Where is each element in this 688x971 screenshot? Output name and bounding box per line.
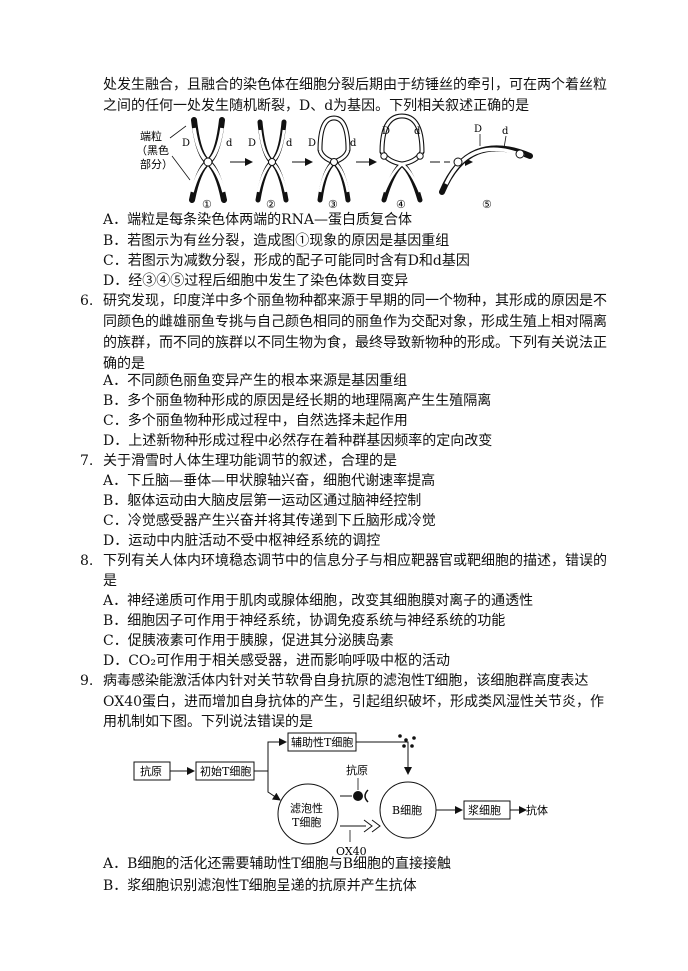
q6-text-line-2: 同颜色的雌雄丽鱼专挑与自己颜色相同的丽鱼作为交配对象，形成生殖上相对隔离	[103, 314, 607, 330]
step-4-label: ④	[396, 198, 406, 210]
q6-option-b[interactable]: B．多个丽鱼物种形成的原因是经长期的地理隔离产生生殖隔离	[103, 393, 492, 409]
q9-number: 9.	[80, 673, 94, 689]
step-2-label: ②	[266, 198, 276, 210]
q8-option-a[interactable]: A．神经递质可作用于肌肉或腺体细胞，改变其细胞膜对离子的通透性	[103, 593, 534, 609]
plasma-cell-label: 浆细胞	[468, 803, 501, 817]
gene-D-step-2: D	[248, 138, 256, 149]
q8-option-d[interactable]: D．CO₂可作用于相关感受器，进而影响呼吸中枢的活动	[103, 653, 451, 669]
b-cell-label: B细胞	[392, 804, 422, 817]
q7-text-line-1: 关于滑雪时人体生理功能调节的叙述，合理的是	[103, 453, 397, 469]
q5-option-a[interactable]: A．端粒是每条染色体两端的RNA—蛋白质复合体	[103, 212, 413, 228]
antigen-label: 抗原	[346, 763, 368, 777]
q6-option-c[interactable]: C．多个丽鱼物种形成过程中，自然选择未起作用	[103, 413, 408, 429]
q9-text-line-2: OX40蛋白，进而增加自身抗体的产生，引起组织破坏，形成类风湿性关节炎，作	[103, 694, 605, 710]
telomere-label-2: （黑色	[136, 143, 169, 157]
q7-option-d[interactable]: D．运动中内脏活动不受中枢神经系统的调控	[103, 533, 381, 549]
gene-D-step-5: D	[474, 124, 482, 135]
chromosome-step-5: D d ⑤	[439, 124, 533, 210]
telomere-label-1: 端粒	[140, 129, 162, 143]
q8-number: 8.	[80, 553, 94, 569]
q5-text-line-1: 处发生融合，且融合的染色体在细胞分裂后期由于纺锤丝的牵引，可在两个着丝粒	[103, 77, 607, 93]
naive-t-cell-label: 初始T细胞	[200, 764, 251, 778]
gene-D-step-3: D	[308, 138, 316, 149]
antigen-box-label: 抗原	[140, 764, 162, 778]
q8-option-b[interactable]: B．细胞因子可作用于神经系统，协调免疫系统与神经系统的功能	[103, 613, 506, 629]
gene-d-step-2: d	[286, 138, 293, 149]
q6-text-line-4: 确的是	[103, 356, 145, 372]
q6-text-line-1: 研究发现，印度洋中多个丽鱼物种都来源于早期的同一个物种，其形成的原因是不	[103, 293, 607, 309]
cytokine-dots	[398, 734, 416, 748]
follicular-t-cell	[277, 783, 339, 845]
q5-option-b[interactable]: B．若图示为有丝分裂，造成图①现象的原因是基因重组	[103, 233, 450, 249]
step-5-label: ⑤	[482, 198, 492, 210]
gene-D-step-1: D	[182, 138, 190, 149]
q5-text-line-2: 之间的任何一处发生随机断裂，D、d为基因。下列相关叙述正确的是	[103, 98, 530, 114]
q7-number: 7.	[80, 453, 94, 469]
q6-text-line-3: 的族群，而不同的族群以不同生物为食，最终导致新物种的形成。下列有关说法正	[103, 335, 607, 351]
q6-option-a[interactable]: A．不同颜色丽鱼变异产生的根本来源是基因重组	[103, 373, 408, 389]
q9-option-b[interactable]: B．浆细胞识别滤泡性T细胞呈递的抗原并产生抗体	[103, 878, 417, 894]
q5-chromosome-figure: 端粒 （黑色 部分） D d ① D d ②	[136, 113, 533, 210]
q6-number: 6.	[80, 293, 94, 309]
q9-text-line-3: 用机制如下图。下列说法错误的是	[103, 714, 313, 730]
step-1-label: ①	[202, 198, 212, 210]
q7-option-b[interactable]: B．躯体运动由大脑皮层第一运动区通过脑神经控制	[103, 493, 422, 509]
telomere-label-3: 部分）	[140, 157, 173, 171]
q9-immune-figure: 抗原 初始T细胞 辅助性T细胞 滤泡性 T细胞 抗原	[133, 732, 548, 858]
gene-d-step-3: d	[350, 138, 357, 149]
q9-text-line-1: 病毒感染能激活体内针对关节软骨自身抗原的滤泡性T细胞，该细胞群高度表达	[103, 673, 589, 689]
chromosome-step-4: D d ④	[379, 113, 425, 210]
step-3-label: ③	[328, 198, 338, 210]
q8-option-c[interactable]: C．促胰液素可作用于胰腺，促进其分泌胰岛素	[103, 633, 394, 649]
chromosome-step-1: D d ①	[182, 117, 233, 210]
q7-option-c[interactable]: C．冷觉感受器产生兴奋并将其传递到下丘脑形成冷觉	[103, 513, 436, 529]
ox40-label: OX40	[336, 845, 367, 858]
chromosome-step-2: D d ②	[248, 119, 293, 210]
antigen-dot	[353, 791, 363, 801]
q5-option-d[interactable]: D．经③④⑤过程后细胞中发生了染色体数目变异	[103, 273, 409, 289]
gene-d-step-5: d	[502, 126, 509, 137]
gene-D-step-4: D	[382, 126, 390, 137]
antibody-label: 抗体	[526, 803, 548, 817]
q7-option-a[interactable]: A．下丘脑—垂体—甲状腺轴兴奋，细胞代谢速率提高	[103, 473, 436, 489]
q8-text-line-1: 下列有关人体内环境稳态调节中的信息分子与相应靶器官或靶细胞的描述，错误的	[103, 553, 607, 569]
follicular-t-cell-label-2: T细胞	[292, 816, 321, 829]
q9-option-a[interactable]: A．B细胞的活化还需要辅助性T细胞与B细胞的直接接触	[103, 856, 452, 872]
follicular-t-cell-label-1: 滤泡性	[290, 801, 323, 815]
helper-t-cell-label: 辅助性T细胞	[291, 735, 353, 749]
gene-d-step-4: d	[414, 126, 421, 137]
q8-text-line-2: 是	[103, 573, 117, 589]
chromosome-step-3: D d ③	[308, 115, 357, 210]
gene-d-step-1: d	[226, 138, 233, 149]
q5-option-c[interactable]: C．若图示为减数分裂，形成的配子可能同时含有D和d基因	[103, 253, 470, 269]
q6-option-d[interactable]: D．上述新物种形成过程中必然存在着种群基因频率的定向改变	[103, 433, 493, 449]
